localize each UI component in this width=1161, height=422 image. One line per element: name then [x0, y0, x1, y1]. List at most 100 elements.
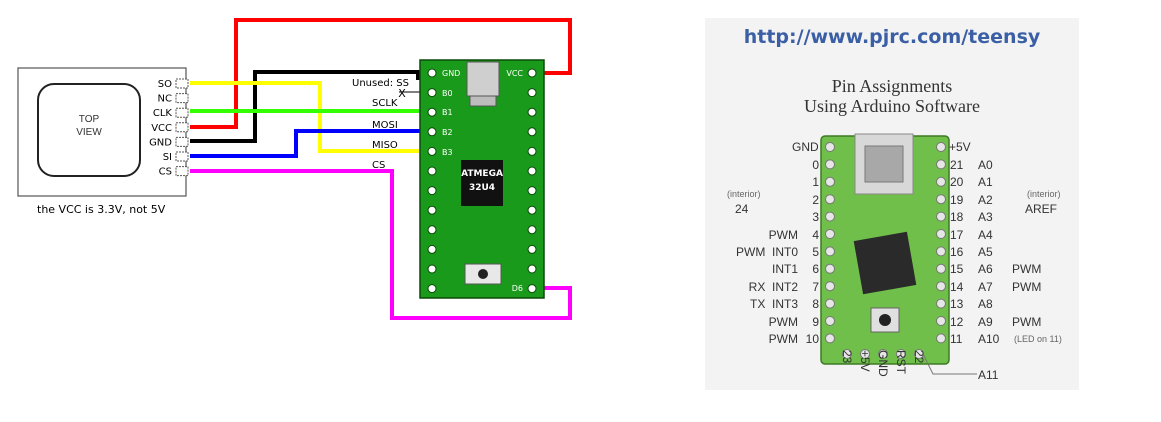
board-left-pad [427, 244, 437, 254]
ref-left-pin-number: 6 [812, 262, 819, 277]
ref-interior-right-pin: AREF [1025, 202, 1058, 216]
board-left-pad [427, 186, 437, 196]
board-left-pad [427, 264, 437, 274]
ref-right-pin-number: 11 [950, 332, 963, 346]
so-miso-wire [190, 81, 420, 153]
ref-right-analog: A6 [978, 262, 993, 277]
ref-left-pin-number: 7 [812, 279, 819, 294]
board-left-pad [427, 205, 437, 215]
module-pin-label: SI [163, 152, 172, 163]
board-right-pad [527, 264, 537, 274]
ref-right-pad [936, 333, 946, 344]
ref-left-pin-number: 3 [812, 210, 819, 225]
ref-left-pad [825, 211, 835, 222]
module-pin-label: NC [158, 94, 172, 105]
module-pin-pad [175, 122, 189, 133]
usb-tab [469, 95, 497, 107]
ref-right-pin-number: 16 [950, 245, 964, 259]
ref-right-pin-number: 21 [950, 158, 964, 172]
ref-right-analog: A1 [978, 175, 993, 190]
ref-right-pad [936, 229, 946, 239]
pin-label-vcc: VCC [506, 69, 523, 78]
top-view-label-1: TOP [79, 114, 100, 125]
ref-right-pad [936, 281, 946, 292]
chip-label-1: ATMEGA [461, 169, 503, 179]
ref-right-pad [936, 298, 946, 309]
pin-label-gnd: GND [442, 69, 460, 78]
ref-right-pad [936, 194, 946, 205]
board-left-pad [427, 127, 437, 137]
ref-right-pad [936, 211, 946, 222]
board-left-pad [427, 166, 437, 176]
ref-left-pin-function: INT1 [771, 262, 798, 277]
ref-bottom-pin-label: 22 [912, 350, 926, 364]
ref-right-analog: A3 [978, 210, 993, 225]
ref-left-pad [825, 159, 835, 170]
ref-gnd-label: GND [792, 140, 819, 154]
ref-right-pin-function: (LED on 11) [1014, 334, 1062, 344]
ref-right-analog: A8 [978, 297, 993, 312]
ref-atmega-chip [853, 231, 917, 295]
module-pin-pad [175, 93, 189, 104]
module-pin-pad [175, 151, 189, 162]
ref-right-pad [936, 176, 946, 187]
ref-a11-label: A11 [978, 368, 999, 382]
ref-right-pin-number: 18 [950, 210, 964, 225]
pjrc-url: http://www.pjrc.com/teensy [743, 26, 1041, 48]
ref-left-pin-number: 0 [812, 158, 819, 172]
cs-label: CS [372, 160, 385, 171]
module-pin-label: GND [149, 137, 172, 148]
ref-left-pin-function: PWM [768, 332, 798, 346]
module-pin-pad [175, 78, 189, 89]
ref-left-pin-number: 5 [812, 245, 819, 259]
ref-left-pad [825, 281, 835, 292]
module-pin-pad [175, 136, 189, 147]
board-left-pad [427, 225, 437, 235]
a11-pointer-line [922, 353, 977, 375]
ref-right-pin-number: 14 [950, 279, 964, 294]
usb-connector [466, 61, 500, 97]
ref-bottom-pad [878, 349, 888, 359]
vcc-note: the VCC is 3.3V, not 5V [37, 203, 166, 216]
vcc-wire [190, 18, 572, 129]
flash-chip-outline [37, 83, 141, 177]
module-pin-pad [175, 107, 189, 118]
pin-label-b2: B2 [442, 128, 453, 137]
board-right-pad [527, 88, 537, 98]
board-right-pad [527, 146, 537, 156]
ref-right-analog: A0 [978, 158, 993, 172]
sclk-label: SCLK [372, 98, 398, 109]
ref-bottom-pad [860, 349, 870, 359]
module-pin-label: SO [158, 79, 172, 90]
reset-button [478, 269, 488, 279]
board-pin-group [427, 68, 537, 294]
module-pin-label: CS [159, 167, 172, 178]
ref-left-pin-number: 8 [812, 297, 819, 312]
board-right-pad [527, 186, 537, 196]
ref-right-pin-function: PWM [1012, 279, 1042, 294]
pin-label-b0: B0 [442, 89, 453, 98]
si-mosi-wire [190, 129, 420, 158]
ref-right-pin-number: 15 [950, 262, 964, 277]
board-right-pad [527, 68, 537, 78]
ref-bottom-pin-label: GND [876, 350, 890, 377]
ref-interior-left-pin: 24 [735, 202, 749, 216]
board-left-pad [427, 68, 437, 78]
module-pin-pad [175, 166, 189, 177]
ref-left-pin-function: RX INT2 [748, 279, 798, 294]
unused-ss-label: Unused: SS [352, 78, 409, 89]
arduino-software-subtitle: Using Arduino Software [804, 96, 980, 116]
ref-left-pad [825, 142, 835, 152]
ref-right-analog: A9 [978, 314, 993, 329]
ref-left-pin-number: 4 [812, 227, 819, 242]
chip-label-2: 32U4 [469, 183, 495, 193]
ref-right-pad [936, 316, 946, 326]
ref-left-pad [825, 176, 835, 187]
ref-right-pin-number: 19 [950, 192, 964, 207]
ref-left-pin-number: 9 [812, 314, 819, 329]
ref-right-analog: A4 [978, 227, 993, 242]
board-right-pad [527, 244, 537, 254]
pin-label-b3: B3 [442, 148, 453, 157]
